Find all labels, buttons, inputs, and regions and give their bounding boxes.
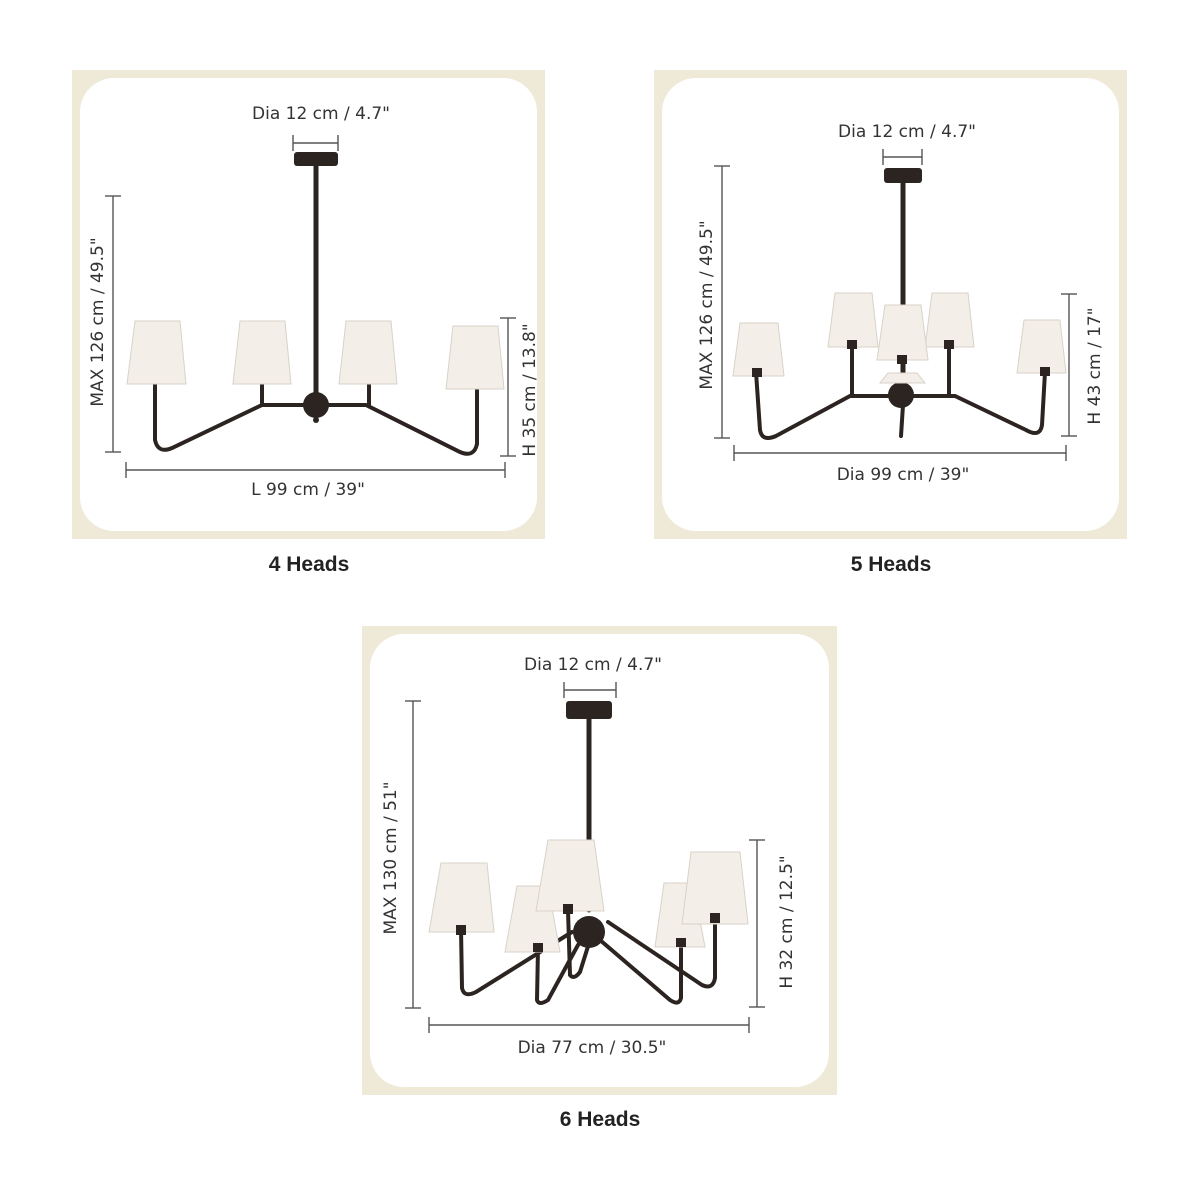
canopy-diameter-label: Dia 12 cm / 4.7" — [252, 104, 390, 124]
body-height-label: H 43 cm / 17" — [1085, 307, 1105, 424]
canopy-diameter-label: Dia 12 cm / 4.7" — [838, 122, 976, 142]
chandelier-6-heads: Dia 12 cm / 4.7" MAX 130 cm / 51" H 32 c… — [381, 655, 797, 1058]
canopy-diameter-label: Dia 12 cm / 4.7" — [524, 655, 662, 675]
variant-caption-5-heads: 5 Heads — [850, 553, 932, 576]
variant-caption-6-heads: 6 Heads — [559, 1108, 641, 1131]
width-label: Dia 99 cm / 39" — [837, 465, 970, 485]
chandelier-5-heads: Dia 12 cm / 4.7" MAX 126 cm / 49.5" H 43… — [697, 122, 1105, 485]
chandelier-4-heads: Dia 12 cm / 4.7" MAX 126 cm / 49.5" H 35… — [88, 104, 540, 500]
max-height-label: MAX 126 cm / 49.5" — [697, 220, 717, 389]
width-label: Dia 77 cm / 30.5" — [518, 1038, 667, 1058]
max-height-label: MAX 126 cm / 49.5" — [88, 237, 108, 406]
max-height-label: MAX 130 cm / 51" — [381, 781, 401, 934]
variant-caption-4-heads: 4 Heads — [268, 553, 350, 576]
body-height-label: H 32 cm / 12.5" — [777, 855, 797, 988]
body-height-label: H 35 cm / 13.8" — [520, 323, 540, 456]
width-label: L 99 cm / 39" — [251, 480, 365, 500]
